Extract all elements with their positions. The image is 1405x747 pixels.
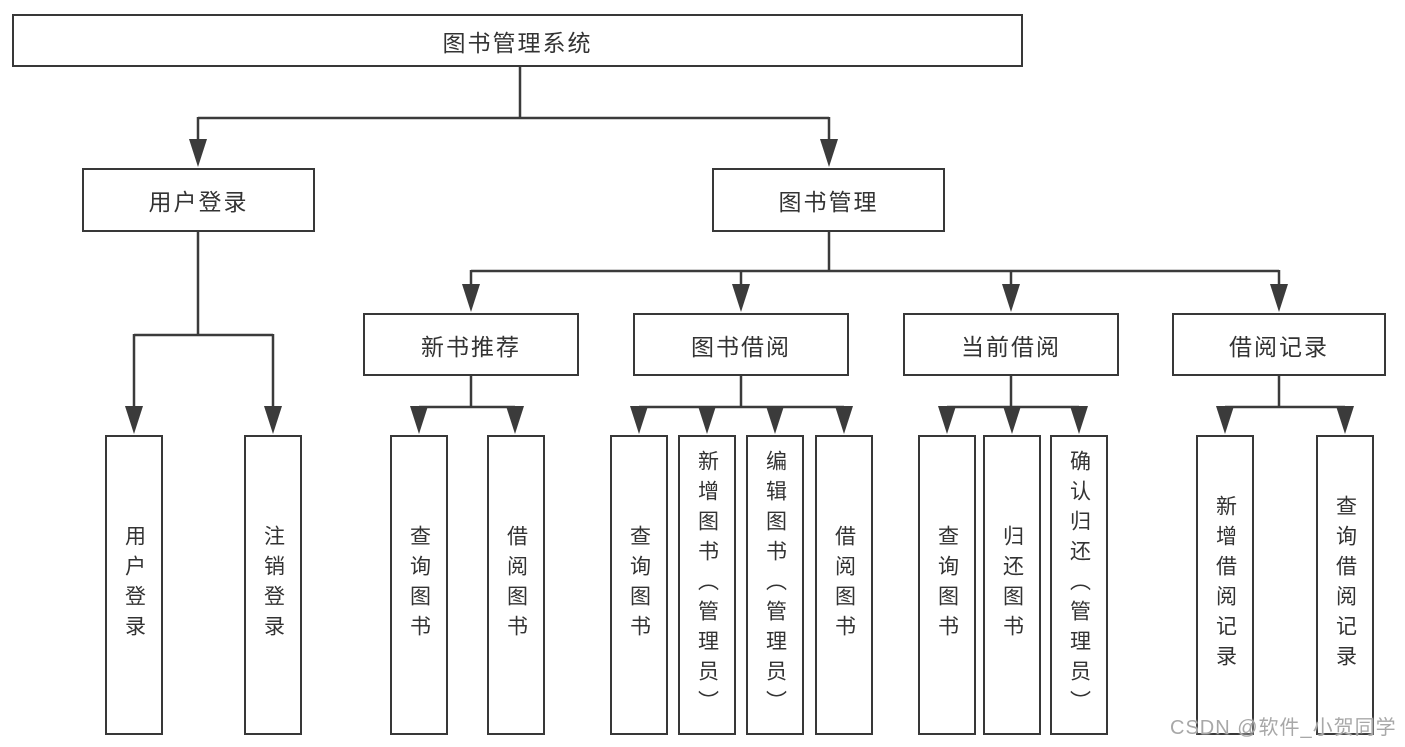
leaf-query-books-2: 查询图书 bbox=[610, 435, 668, 735]
node-book-management: 图书管理 bbox=[712, 168, 945, 232]
leaf-add-borrow-record: 新增借阅记录 bbox=[1196, 435, 1254, 735]
leaf-user-login: 用户登录 bbox=[105, 435, 163, 735]
leaf-confirm-return-admin: 确认归还（管理员） bbox=[1050, 435, 1108, 735]
leaf-edit-books-admin: 编辑图书（管理员） bbox=[746, 435, 804, 735]
leaf-logout: 注销登录 bbox=[244, 435, 302, 735]
node-library-management-system: 图书管理系统 bbox=[12, 14, 1023, 67]
connector-lines bbox=[132, 66, 1345, 409]
arrowheads bbox=[125, 139, 1354, 434]
leaf-query-books-1: 查询图书 bbox=[390, 435, 448, 735]
csdn-watermark: CSDN @软件_小贺同学 bbox=[1170, 717, 1397, 739]
node-borrow-records: 借阅记录 bbox=[1172, 313, 1386, 376]
leaf-borrow-books-1: 借阅图书 bbox=[487, 435, 545, 735]
leaf-query-books-3: 查询图书 bbox=[918, 435, 976, 735]
leaf-borrow-books-2: 借阅图书 bbox=[815, 435, 873, 735]
leaf-query-borrow-record: 查询借阅记录 bbox=[1316, 435, 1374, 735]
node-new-book-recommend: 新书推荐 bbox=[363, 313, 579, 376]
node-current-borrow: 当前借阅 bbox=[903, 313, 1119, 376]
leaf-add-books-admin: 新增图书（管理员） bbox=[678, 435, 736, 735]
node-user-login: 用户登录 bbox=[82, 168, 315, 232]
leaf-return-books: 归还图书 bbox=[983, 435, 1041, 735]
node-book-borrow: 图书借阅 bbox=[633, 313, 849, 376]
